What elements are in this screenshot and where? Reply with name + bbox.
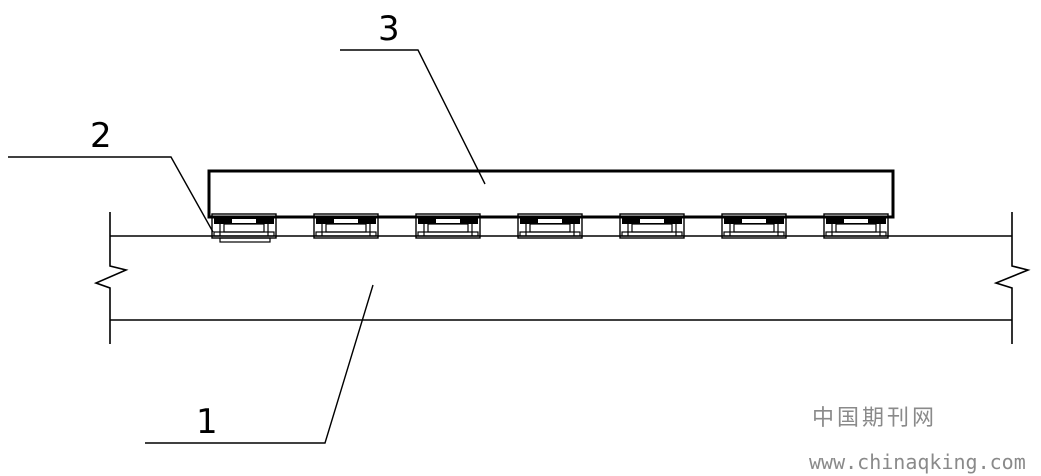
bearing-bottom-plate	[315, 231, 377, 237]
bearing-bottom-plate	[825, 231, 887, 237]
watermark-site-name: 中国期刊网	[812, 406, 937, 431]
bearing-window	[844, 219, 868, 223]
bearing-bottom-plate	[621, 231, 683, 237]
right-break-line	[993, 212, 1031, 344]
bearing-frame	[721, 213, 787, 239]
callout-label-3: 3	[378, 9, 400, 49]
left-break-line	[93, 212, 129, 344]
bearing-base-shim	[219, 237, 271, 243]
callout-label-2: 2	[90, 116, 112, 156]
bearing-bottom-plate	[723, 231, 785, 237]
bearing-window	[334, 219, 358, 223]
bearing-pad	[211, 213, 277, 243]
callout-label-1: 1	[196, 402, 218, 442]
bearing-window	[232, 219, 256, 223]
leader-lines	[8, 49, 486, 444]
bearing-core	[733, 223, 775, 233]
bearing-pad	[313, 213, 379, 239]
bearing-pad	[517, 213, 583, 239]
leader-line-3	[340, 49, 486, 185]
bearing-frame	[517, 213, 583, 239]
bearing-core	[223, 223, 265, 233]
bearing-core	[427, 223, 469, 233]
bearing-frame	[823, 213, 889, 239]
bearing-row	[211, 213, 889, 243]
bearing-pad	[721, 213, 787, 239]
bearing-frame	[619, 213, 685, 239]
bearing-pad	[619, 213, 685, 239]
beam-body	[207, 169, 895, 219]
bearing-bottom-plate	[417, 231, 479, 237]
bearing-window	[640, 219, 664, 223]
bearing-bottom-plate	[213, 231, 275, 237]
bearing-window	[742, 219, 766, 223]
bearing-core	[835, 223, 877, 233]
bearing-frame	[415, 213, 481, 239]
bearing-window	[538, 219, 562, 223]
bearing-core	[529, 223, 571, 233]
bearing-pad	[823, 213, 889, 239]
watermark-url: www.chinaqking.com	[809, 450, 1026, 474]
leader-line-2	[8, 156, 214, 233]
bearing-window	[436, 219, 460, 223]
bearing-pad	[415, 213, 481, 239]
bearing-bottom-plate	[519, 231, 581, 237]
bearing-core	[631, 223, 673, 233]
bearing-frame	[313, 213, 379, 239]
leader-line-1	[145, 284, 374, 444]
bearing-core	[325, 223, 367, 233]
